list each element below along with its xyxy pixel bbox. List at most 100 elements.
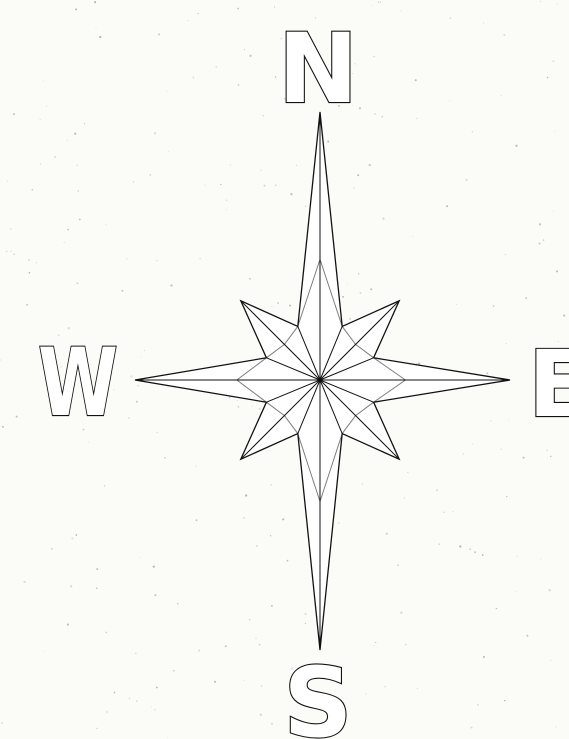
paper-speck xyxy=(503,34,505,36)
paper-speck xyxy=(94,1,96,3)
paper-speck xyxy=(327,141,329,143)
paper-speck xyxy=(373,56,375,58)
paper-speck xyxy=(168,151,169,152)
paper-speck xyxy=(2,426,4,428)
paper-speck xyxy=(463,453,465,455)
paper-speck xyxy=(342,296,344,298)
paper-speck xyxy=(135,653,137,655)
paper-speck xyxy=(548,589,550,591)
paper-speck xyxy=(261,169,262,170)
paper-speck xyxy=(67,624,69,626)
paper-speck xyxy=(198,650,200,652)
paper-speck xyxy=(275,76,277,78)
paper-speck xyxy=(270,535,271,536)
paper-speck xyxy=(381,116,383,118)
paper-speck xyxy=(287,560,289,562)
paper-speck xyxy=(144,350,145,351)
paper-speck xyxy=(482,554,484,556)
paper-speck xyxy=(28,259,29,260)
paper-speck xyxy=(173,670,175,672)
paper-speck xyxy=(359,107,361,109)
paper-speck xyxy=(547,450,548,451)
compass-rose xyxy=(135,112,510,650)
paper-speck xyxy=(121,290,123,292)
paper-speck xyxy=(357,174,359,176)
paper-speck xyxy=(40,163,41,164)
paper-speck xyxy=(79,219,81,221)
paper-speck xyxy=(88,442,89,443)
paper-speck xyxy=(263,115,265,117)
paper-speck xyxy=(472,131,473,132)
south-label: S xyxy=(283,647,352,739)
paper-speck xyxy=(204,185,205,186)
paper-speck xyxy=(271,723,273,725)
paper-speck xyxy=(374,113,376,115)
paper-speck xyxy=(96,27,97,28)
paper-speck xyxy=(506,496,507,497)
paper-speck xyxy=(553,211,554,212)
paper-speck xyxy=(220,184,221,185)
paper-speck xyxy=(305,623,306,624)
paper-speck xyxy=(525,297,527,299)
paper-speck xyxy=(13,113,15,115)
paper-speck xyxy=(456,304,457,305)
paper-speck xyxy=(282,518,284,520)
paper-speck xyxy=(483,23,484,24)
paper-speck xyxy=(372,5,373,6)
paper-speck xyxy=(26,304,28,306)
paper-speck xyxy=(67,229,68,230)
paper-speck xyxy=(16,416,18,418)
paper-speck xyxy=(515,145,517,147)
paper-speck xyxy=(508,420,509,421)
paper-speck xyxy=(450,17,452,19)
paper-speck xyxy=(129,698,130,699)
paper-speck xyxy=(515,591,516,592)
paper-speck xyxy=(255,638,257,640)
paper-speck xyxy=(547,77,549,79)
paper-speck xyxy=(359,292,361,294)
paper-speck xyxy=(477,704,478,705)
paper-speck xyxy=(436,489,438,491)
paper-speck xyxy=(243,517,245,519)
paper-speck xyxy=(64,242,65,243)
paper-speck xyxy=(353,187,355,189)
paper-speck xyxy=(96,587,98,589)
paper-speck xyxy=(400,10,401,11)
paper-speck xyxy=(237,8,239,10)
paper-speck xyxy=(77,190,79,192)
paper-speck xyxy=(539,243,541,245)
paper-speck xyxy=(446,205,448,207)
paper-speck xyxy=(96,728,98,730)
paper-speck xyxy=(1,722,3,724)
paper-speck xyxy=(557,3,558,4)
paper-speck xyxy=(74,133,76,135)
paper-speck xyxy=(486,372,488,374)
paper-speck xyxy=(158,33,160,35)
paper-speck xyxy=(156,260,157,261)
paper-speck xyxy=(32,189,34,191)
paper-speck xyxy=(289,305,291,307)
paper-speck xyxy=(466,179,468,181)
paper-speck xyxy=(128,417,130,419)
paper-speck xyxy=(375,642,376,643)
paper-speck xyxy=(274,6,275,7)
paper-speck xyxy=(338,522,340,524)
paper-speck xyxy=(46,106,47,107)
paper-speck xyxy=(490,420,491,421)
paper-speck xyxy=(469,548,471,550)
paper-speck xyxy=(526,635,528,637)
north-label: N xyxy=(278,13,358,125)
paper-speck xyxy=(474,551,476,553)
paper-speck xyxy=(51,548,53,550)
paper-speck xyxy=(366,694,367,695)
paper-speck xyxy=(539,223,541,225)
paper-speck xyxy=(415,79,417,81)
paper-speck xyxy=(550,456,552,458)
paper-speck xyxy=(153,566,155,568)
paper-speck xyxy=(164,457,166,459)
west-label: W xyxy=(38,329,118,438)
paper-speck xyxy=(43,651,44,652)
paper-speck xyxy=(369,164,371,166)
paper-speck xyxy=(54,156,56,158)
